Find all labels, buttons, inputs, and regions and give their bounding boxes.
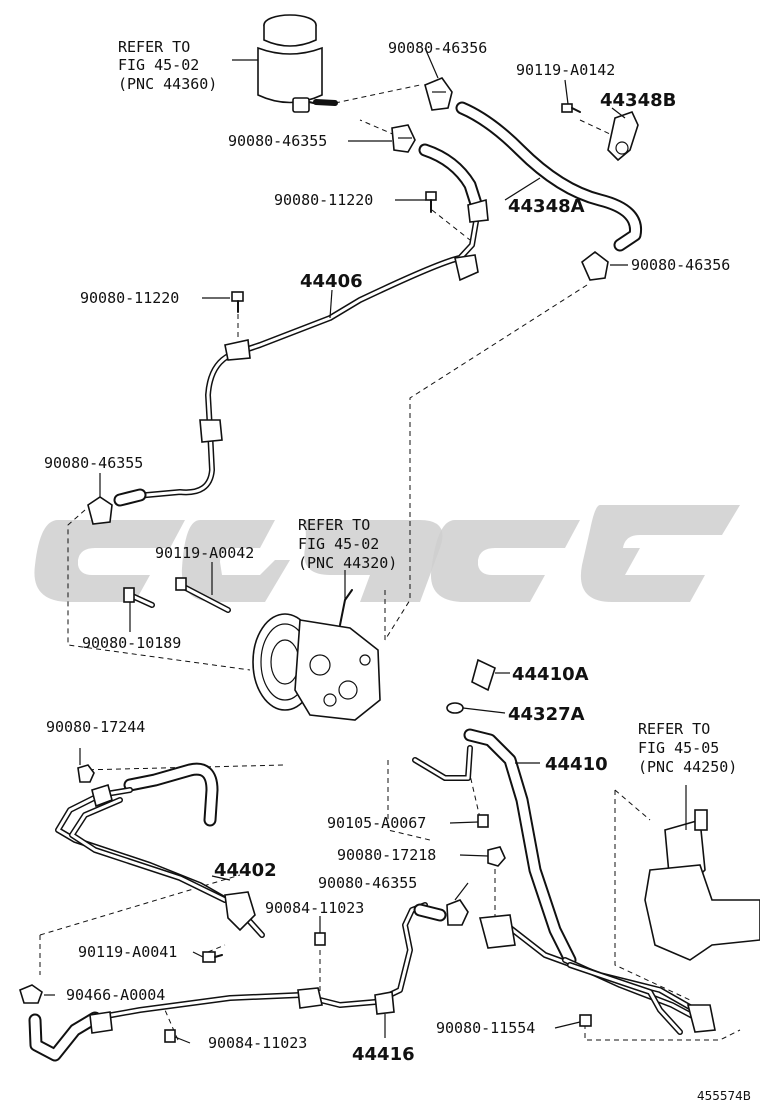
ref-top-line1: REFER TO <box>118 38 190 56</box>
label-44410: 44410 <box>545 754 608 775</box>
label-90080-46356-right: 90080-46356 <box>631 256 730 274</box>
label-90080-11220-a: 90080-11220 <box>274 191 373 209</box>
clamp-90080-46356-top <box>424 77 453 111</box>
label-90080-11554: 90080-11554 <box>436 1019 535 1037</box>
bolt-90084-11023-a <box>314 932 326 946</box>
label-90080-11220-b: 90080-11220 <box>80 289 179 307</box>
label-44327a: 44327A <box>508 704 585 725</box>
clamp-90080-46355-low <box>446 899 469 926</box>
ref-top-line2: FIG 45-02 <box>118 56 199 74</box>
reservoir-tank <box>257 14 338 113</box>
bracket-44348b <box>607 111 639 162</box>
ref-right-line2: FIG 45-05 <box>638 739 719 757</box>
label-90080-46355-low: 90080-46355 <box>318 874 417 892</box>
bolt-90080-11220-a <box>425 191 437 213</box>
label-44416: 44416 <box>352 1044 415 1065</box>
watermark-logo <box>34 505 740 602</box>
bolt-90119-a0142 <box>561 103 581 113</box>
label-90080-46356-top: 90080-46356 <box>388 39 487 57</box>
label-44348a: 44348A <box>508 196 585 217</box>
bolt-90119-a0041 <box>202 951 223 963</box>
ref-right-line3: (PNC 44250) <box>638 758 737 776</box>
clamp-90080-46355-left <box>87 496 113 525</box>
bolt-90080-11554 <box>579 1014 592 1027</box>
label-90105-a0067: 90105-A0067 <box>327 814 426 832</box>
label-90080-46355-top: 90080-46355 <box>228 132 327 150</box>
reference-note-right: REFER TO FIG 45-05 (PNC 44250) <box>638 720 737 776</box>
bolt-90080-11220-b <box>231 291 244 313</box>
figure-code: 455574B <box>697 1089 751 1103</box>
label-90084-11023-a: 90084-11023 <box>265 899 364 917</box>
nut-90080-17244 <box>77 764 95 783</box>
hose-lower-mid <box>413 903 447 922</box>
hose-upper-return <box>418 143 485 217</box>
ref-top-line3: (PNC 44360) <box>118 75 217 93</box>
hose-44410 <box>412 728 716 1035</box>
hose-lower-left <box>113 488 147 507</box>
pipe-44416 <box>28 902 428 1062</box>
label-90119-a0041: 90119-A0041 <box>78 943 177 961</box>
label-90080-17244: 90080-17244 <box>46 718 145 736</box>
hose-44348a <box>455 101 643 252</box>
clamp-90466-a0004 <box>19 984 43 1004</box>
ref-mid-line2: FIG 45-02 <box>298 535 379 553</box>
nut-90080-17218 <box>487 846 506 867</box>
bolt-90084-11023-b <box>164 1029 176 1043</box>
pipe-44406 <box>122 198 489 500</box>
ref-mid-line1: REFER TO <box>298 516 370 534</box>
clamp-90080-46355-top <box>391 124 416 153</box>
label-90080-46355-left: 90080-46355 <box>44 454 143 472</box>
clamp-90080-46356-right <box>581 250 609 281</box>
steering-gear-housing <box>644 809 760 961</box>
reference-note-top: REFER TO FIG 45-02 (PNC 44360) <box>118 38 217 93</box>
gasket-44327a <box>446 702 464 714</box>
ref-right-line1: REFER TO <box>638 720 710 738</box>
bolt-90105-a0067 <box>477 814 489 828</box>
bolt-90119-a0042 <box>175 577 231 613</box>
ref-mid-line3: (PNC 44320) <box>298 554 397 572</box>
label-90080-17218: 90080-17218 <box>337 846 436 864</box>
union-bolt-44410a <box>471 658 496 692</box>
power-steering-pump <box>252 589 381 721</box>
bolt-90080-10189 <box>123 587 155 608</box>
label-90119-a0142: 90119-A0142 <box>516 61 615 79</box>
label-44348b: 44348B <box>600 90 676 111</box>
label-90084-11023-b: 90084-11023 <box>208 1034 307 1052</box>
label-44406: 44406 <box>300 271 363 292</box>
label-90466-a0004: 90466-A0004 <box>66 986 165 1004</box>
label-90119-a0042: 90119-A0042 <box>155 544 254 562</box>
label-44410a: 44410A <box>512 664 589 685</box>
pipe-44402 <box>55 762 265 938</box>
label-44402: 44402 <box>214 860 277 881</box>
label-90080-10189: 90080-10189 <box>82 634 181 652</box>
callout-lines <box>44 47 687 1044</box>
reference-note-mid: REFER TO FIG 45-02 (PNC 44320) <box>298 516 397 572</box>
